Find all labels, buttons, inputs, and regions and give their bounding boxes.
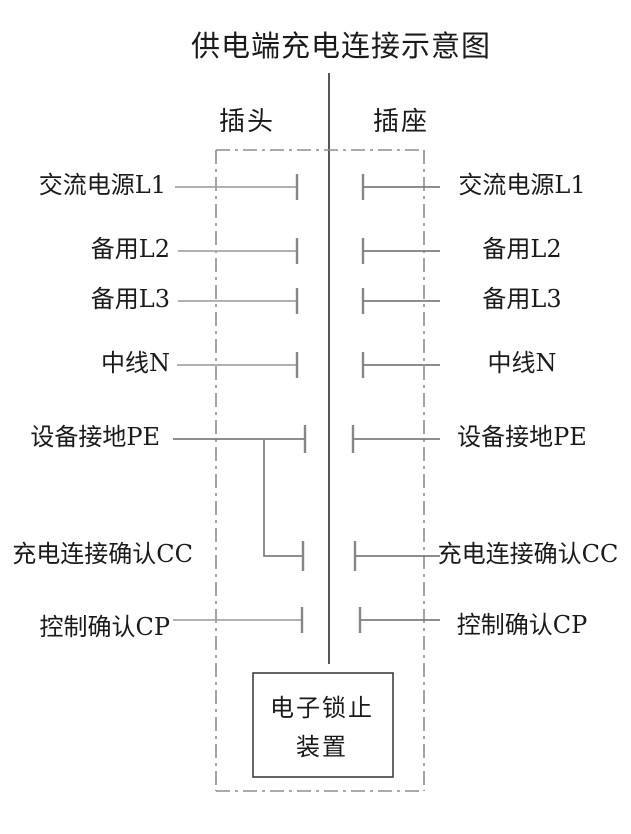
plug-column-header: 插头 bbox=[219, 107, 275, 137]
label-l1-socket-side: 交流电源L1 bbox=[458, 171, 585, 199]
row-l2: 备用L2 备用L2 bbox=[91, 235, 562, 264]
label-l1-plug-side: 交流电源L1 bbox=[39, 171, 166, 199]
diagram-title: 供电端充电连接示意图 bbox=[191, 29, 491, 63]
label-cp-plug-side: 控制确认CP bbox=[39, 613, 170, 641]
electronic-lock-label-line2: 装置 bbox=[296, 733, 348, 761]
label-pe-plug-side: 设备接地PE bbox=[30, 423, 160, 451]
electronic-lock-label-line1: 电子锁止 bbox=[270, 694, 374, 722]
label-l3-socket-side: 备用L3 bbox=[482, 285, 561, 313]
row-l3: 备用L3 备用L3 bbox=[91, 285, 562, 314]
row-l1: 交流电源L1 交流电源L1 bbox=[39, 171, 586, 200]
label-cc-socket-side: 充电连接确认CC bbox=[438, 540, 619, 568]
row-n: 中线N 中线N bbox=[101, 349, 557, 378]
row-cp: 控制确认CP 控制确认CP bbox=[39, 607, 587, 641]
electronic-lock-device: 电子锁止 装置 bbox=[252, 672, 394, 778]
row-cc: 充电连接确认CC 充电连接确认CC bbox=[12, 540, 618, 571]
label-cc-plug-side: 充电连接确认CC bbox=[12, 540, 193, 568]
row-pe: 设备接地PE 设备接地PE bbox=[30, 423, 587, 453]
label-l2-socket-side: 备用L2 bbox=[482, 235, 561, 263]
electronic-lock-box bbox=[252, 672, 394, 778]
pe-cc-bridge-wire bbox=[263, 439, 303, 557]
label-cp-socket-side: 控制确认CP bbox=[457, 611, 588, 639]
label-n-socket-side: 中线N bbox=[488, 349, 557, 377]
label-l3-plug-side: 备用L3 bbox=[91, 285, 170, 313]
socket-column-header: 插座 bbox=[373, 107, 429, 137]
label-n-plug-side: 中线N bbox=[101, 349, 170, 377]
label-pe-socket-side: 设备接地PE bbox=[457, 423, 587, 451]
label-l2-plug-side: 备用L2 bbox=[91, 235, 170, 263]
